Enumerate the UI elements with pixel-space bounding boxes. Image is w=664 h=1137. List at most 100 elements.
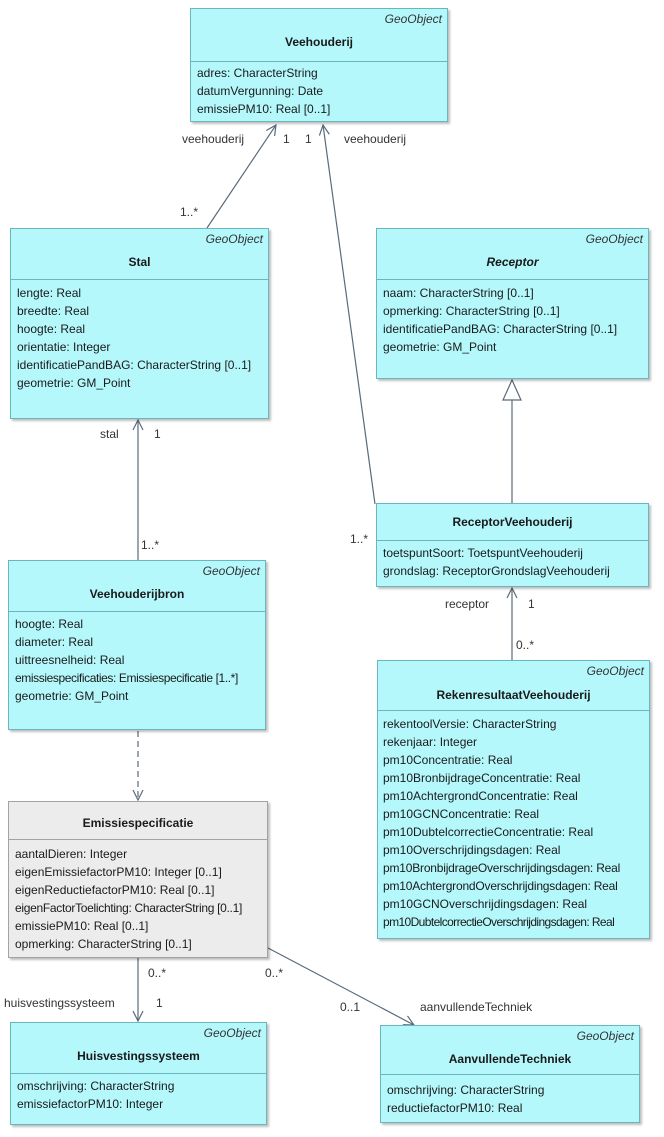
role-label: stal [100, 427, 119, 441]
attribute-list: lengte: Real breedte: Real hoogte: Real … [17, 284, 266, 392]
multiplicity-label: 1..* [180, 205, 199, 219]
multiplicity-label: 1 [154, 427, 161, 441]
stereotype-label: GeoObject [576, 1029, 634, 1043]
attribute: orientatie: Integer [17, 340, 111, 354]
attribute: hoogte: Real [17, 322, 86, 336]
association-receptorveehouderij-veehouderij [323, 125, 376, 505]
attribute: lengte: Real [17, 286, 82, 300]
attribute: geometrie: GM_Point [383, 340, 497, 354]
multiplicity-label: 1 [283, 132, 290, 146]
compartment-divider [9, 611, 265, 612]
attribute: pm10AchtergrondConcentratie: Real [383, 789, 578, 803]
association-stal-veehouderij [206, 125, 276, 229]
attribute-list: toetspuntSoort: ToetspuntVeehouderij gro… [383, 544, 646, 580]
class-name: Emissiespecificatie [82, 816, 194, 830]
attribute: pm10BronbijdrageConcentratie: Real [383, 771, 581, 785]
multiplicity-label: 0..* [516, 638, 535, 652]
attribute: geometrie: GM_Point [17, 376, 131, 390]
class-name: Veehouderijbron [89, 587, 185, 601]
role-label: huisvestingssysteem [4, 996, 115, 1010]
role-label: veehouderij [182, 132, 245, 146]
attribute: geometrie: GM_Point [15, 689, 129, 703]
multiplicity-label: 1 [528, 597, 535, 611]
multiplicity-label: 1 [156, 996, 163, 1010]
attribute-list: hoogte: Real diameter: Real uittreesnelh… [15, 615, 263, 705]
attribute: rekenjaar: Integer [383, 735, 478, 749]
role-label: veehouderij [344, 132, 407, 146]
attribute: diameter: Real [15, 635, 94, 649]
stereotype-label: GeoObject [205, 232, 263, 246]
multiplicity-label: 1..* [141, 538, 160, 552]
attribute: naam: CharacterString [0..1] [383, 286, 534, 300]
class-name: Stal [128, 255, 151, 269]
attribute: grondslag: ReceptorGrondslagVeehouderij [383, 564, 610, 578]
attribute: hoogte: Real [15, 617, 84, 631]
attribute: rekentoolVersie: CharacterString [383, 717, 557, 731]
attribute: identificatiePandBAG: CharacterString [0… [17, 358, 252, 372]
attribute: emissiespecificaties: Emissiespecificati… [15, 671, 238, 685]
attribute: pm10BronbijdrageOverschrijdingsdagen: Re… [383, 861, 621, 875]
attribute-list: omschrijving: CharacterString emissiefac… [17, 1077, 264, 1113]
class-name: Huisvestingssysteem [77, 1049, 200, 1063]
multiplicity-label: 1..* [350, 532, 369, 546]
attribute: reductiefactorPM10: Real [387, 1101, 523, 1115]
compartment-divider [191, 61, 447, 62]
compartment-divider [11, 1073, 266, 1074]
attribute-list: rekentoolVersie: CharacterString rekenja… [383, 715, 647, 931]
class-name: AanvullendeTechniek [448, 1052, 572, 1066]
compartment-divider [381, 1074, 639, 1075]
attribute: uittreesnelheid: Real [15, 653, 125, 667]
attribute: adres: CharacterString [197, 66, 318, 80]
attribute: identificatiePandBAG: CharacterString [0… [383, 322, 618, 336]
class-emissiespecificatie[interactable]: Emissiespecificatie aantalDieren: Intege… [8, 801, 268, 958]
attribute: aantalDieren: Integer [15, 847, 128, 861]
compartment-divider [9, 839, 267, 840]
role-label: receptor [445, 597, 490, 611]
multiplicity-label: 0..1 [340, 1000, 361, 1014]
class-aanvullendetechniek[interactable]: GeoObject AanvullendeTechniek omschrijvi… [380, 1025, 640, 1123]
class-receptorveehouderij[interactable]: ReceptorVeehouderij toetspuntSoort: Toet… [376, 503, 649, 587]
attribute: eigenReductiefactorPM10: Real [0..1] [15, 883, 215, 897]
attribute: pm10DubtelcorrectieOverschrijdingsdagen:… [383, 915, 615, 929]
compartment-divider [377, 279, 648, 280]
stereotype-label: GeoObject [384, 12, 442, 26]
multiplicity-label: 1 [305, 132, 312, 146]
attribute-list: adres: CharacterString datumVergunning: … [197, 64, 445, 118]
class-huisvestingssysteem[interactable]: GeoObject Huisvestingssysteem omschrijvi… [10, 1022, 267, 1125]
class-stal[interactable]: GeoObject Stal lengte: Real breedte: Rea… [10, 228, 269, 419]
compartment-divider [11, 279, 268, 280]
class-name: Veehouderij [284, 35, 354, 49]
attribute: emissiePM10: Real [0..1] [197, 102, 331, 116]
attribute-list: omschrijving: CharacterString reductiefa… [387, 1081, 637, 1117]
class-name: RekenresultaatVeehouderij [436, 688, 591, 702]
attribute: datumVergunning: Date [197, 84, 324, 98]
association-emissiespecificatie-aanvullendetechniek [267, 947, 414, 1025]
attribute: omschrijving: CharacterString [17, 1079, 175, 1093]
class-name: Receptor [486, 255, 539, 269]
class-name: ReceptorVeehouderij [452, 515, 573, 529]
attribute: eigenFactorToelichting: CharacterString … [15, 901, 242, 915]
attribute: eigenEmissiefactorPM10: Integer [0..1] [15, 865, 222, 879]
attribute: emissiefactorPM10: Integer [17, 1097, 164, 1111]
multiplicity-label: 0..* [148, 966, 167, 980]
attribute: pm10DubtelcorrectieConcentratie: Real [383, 825, 594, 839]
attribute: omschrijving: CharacterString [387, 1083, 545, 1097]
attribute: pm10GCNConcentratie: Real [383, 807, 540, 821]
class-rekenresultaatveehouderij[interactable]: GeoObject RekenresultaatVeehouderij reke… [377, 660, 650, 939]
stereotype-label: GeoObject [202, 564, 260, 578]
class-veehouderijbron[interactable]: GeoObject Veehouderijbron hoogte: Real d… [8, 560, 266, 730]
role-label: aanvullendeTechniek [420, 1000, 533, 1014]
class-receptor[interactable]: GeoObject Receptor naam: CharacterString… [376, 228, 649, 379]
compartment-divider [377, 540, 648, 541]
attribute: opmerking: CharacterString [0..1] [15, 937, 192, 951]
attribute: pm10Concentratie: Real [383, 753, 513, 767]
compartment-divider [378, 710, 649, 711]
attribute: pm10AchtergrondOverschrijdingsdagen: Rea… [383, 879, 618, 893]
attribute-list: aantalDieren: Integer eigenEmissiefactor… [15, 845, 265, 953]
stereotype-label: GeoObject [585, 232, 643, 246]
attribute: emissiePM10: Real [0..1] [15, 919, 149, 933]
multiplicity-label: 0..* [265, 966, 284, 980]
attribute: pm10Overschrijdingsdagen: Real [383, 843, 561, 857]
class-veehouderij[interactable]: GeoObject Veehouderij adres: CharacterSt… [190, 8, 448, 122]
